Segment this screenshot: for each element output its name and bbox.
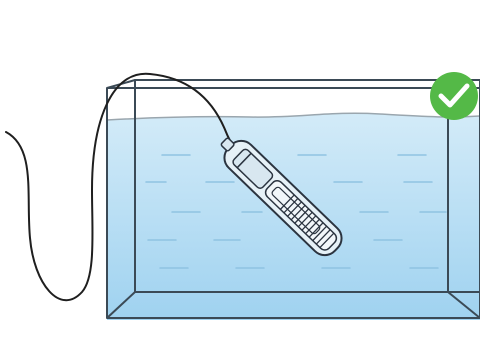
- check-badge: [430, 72, 478, 120]
